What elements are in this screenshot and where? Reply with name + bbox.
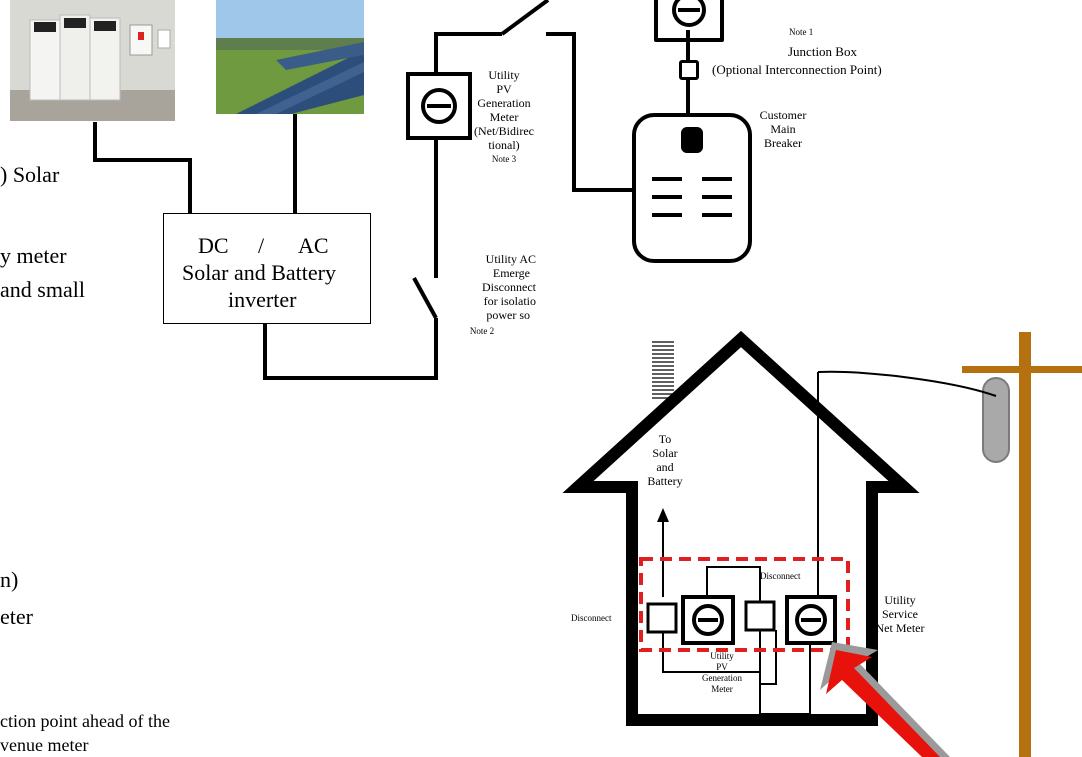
pole-crossarm (962, 366, 1082, 373)
to-solar-label: To Solar and Battery (638, 432, 692, 488)
generation-meter-label: Utility PV Generation Meter (696, 651, 748, 695)
service-net-meter-label: Utility Service Net Meter (862, 593, 938, 635)
red-pointer-arrow (820, 642, 950, 757)
disconnect-left-label: Disconnect (571, 613, 612, 624)
utility-pole (1019, 332, 1031, 757)
insulator-icon (983, 378, 1009, 462)
disconnect-mid-label: Disconnect (760, 571, 801, 582)
